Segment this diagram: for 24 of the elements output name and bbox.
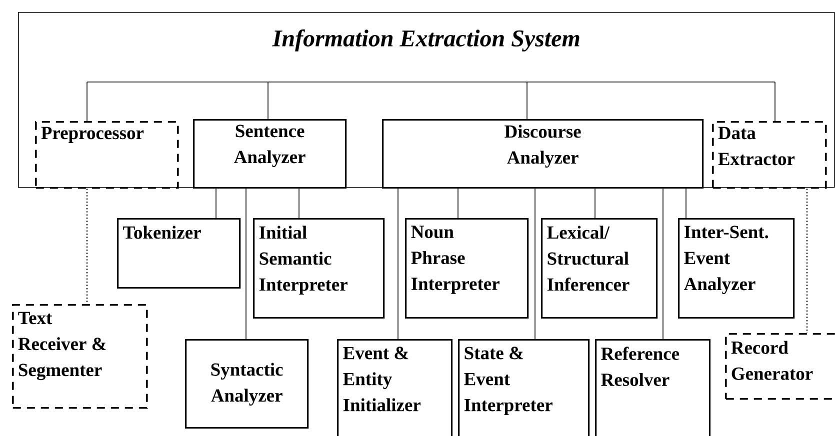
- component-box: Discourse Analyzer: [382, 119, 704, 189]
- connector-line: [594, 188, 596, 218]
- component-box: State & Event Interpreter: [458, 339, 590, 436]
- dashed-box: Text Receiver & Segmenter: [12, 304, 148, 409]
- dashed-box: Preprocessor: [35, 121, 179, 189]
- component-box: Event & Entity Initializer: [337, 339, 453, 436]
- dashed-box: Data Extractor: [712, 121, 827, 189]
- connector-line: [86, 188, 88, 304]
- connector-line: [806, 188, 808, 333]
- connector-line: [526, 82, 528, 120]
- connector-line: [662, 188, 664, 340]
- component-box: Initial Semantic Interpreter: [253, 218, 385, 319]
- component-box: Lexical/ Structural Inferencer: [541, 218, 658, 319]
- component-box: Tokenizer: [117, 218, 241, 289]
- connector-line: [774, 82, 776, 122]
- component-box: Sentence Analyzer: [193, 119, 347, 189]
- component-box: Inter-Sent. Event Analyzer: [678, 218, 795, 319]
- dashed-box: Record Generator: [725, 333, 835, 400]
- component-box: Reference Resolver: [595, 339, 711, 436]
- connector-line: [86, 82, 88, 122]
- connector-line: [298, 188, 300, 218]
- component-box: Syntactic Analyzer: [185, 339, 309, 429]
- connector-line: [534, 188, 536, 340]
- component-box: Noun Phrase Interpreter: [405, 218, 529, 319]
